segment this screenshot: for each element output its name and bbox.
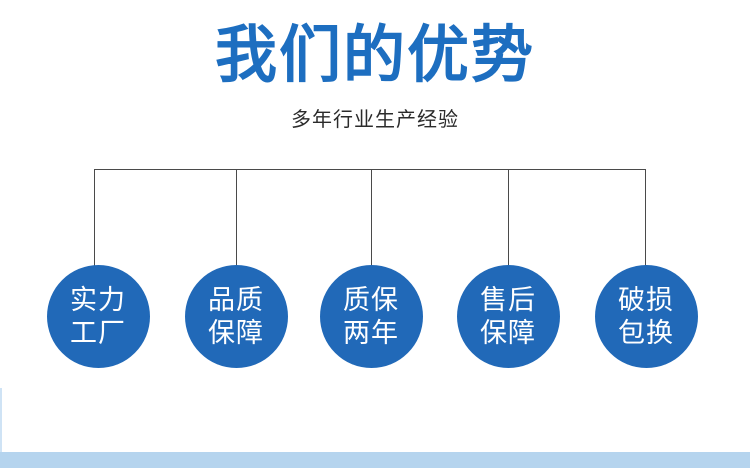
advantage-label-line1: 破损 bbox=[618, 284, 674, 315]
page-subtitle: 多年行业生产经验 bbox=[291, 109, 459, 131]
advantage-circle-two-year-warranty[interactable]: 质保两年 bbox=[319, 265, 423, 368]
advantage-circle-after-sales-support[interactable]: 售后保障 bbox=[456, 265, 560, 368]
advantage-label-line1: 实力 bbox=[70, 284, 126, 315]
advantage-circle-quality-assurance[interactable]: 品质保障 bbox=[184, 265, 288, 368]
connector-stem-2 bbox=[236, 169, 237, 267]
advantage-label-line2: 工厂 bbox=[70, 317, 126, 348]
frame-left-accent bbox=[0, 388, 2, 454]
advantage-circle-damage-replacement[interactable]: 破损包换 bbox=[594, 265, 698, 368]
frame-bottom-accent bbox=[0, 452, 750, 468]
page-title: 我们的优势 bbox=[214, 21, 535, 90]
connector-stem-3 bbox=[371, 169, 372, 267]
advantage-label-line2: 保障 bbox=[480, 317, 536, 348]
advantage-circle-strength-factory[interactable]: 实力工厂 bbox=[46, 265, 150, 368]
connector-stem-1 bbox=[94, 169, 95, 267]
advantage-label-line2: 保障 bbox=[208, 317, 264, 348]
advantage-label-line1: 售后 bbox=[480, 284, 536, 315]
advantage-label-line1: 品质 bbox=[208, 284, 264, 315]
connector-stem-5 bbox=[645, 169, 646, 267]
advantage-label-line2: 两年 bbox=[343, 317, 399, 348]
advantage-label-line1: 质保 bbox=[343, 284, 399, 315]
connector-horizontal-line bbox=[94, 169, 646, 170]
connector-stem-4 bbox=[508, 169, 509, 267]
advantage-label-line2: 包换 bbox=[618, 317, 674, 348]
